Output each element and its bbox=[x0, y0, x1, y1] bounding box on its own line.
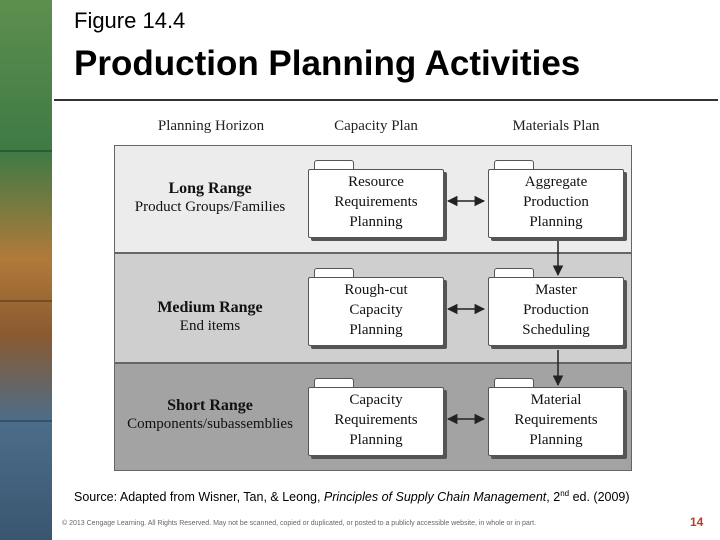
source-citation: Source: Adapted from Wisner, Tan, & Leon… bbox=[74, 489, 630, 505]
horizon-scope: End items bbox=[179, 318, 241, 334]
horizon-name: Medium Range bbox=[157, 299, 263, 316]
long-range-label: Long Range Product Groups/Families bbox=[118, 179, 302, 217]
horizon-name: Short Range bbox=[167, 397, 253, 414]
column-header-planning-horizon: Planning Horizon bbox=[157, 118, 265, 134]
short-range-label: Short Range Components/subassemblies bbox=[118, 396, 302, 434]
title-divider bbox=[54, 99, 718, 101]
page-number: 14 bbox=[690, 515, 704, 529]
column-header-materials-plan: Materials Plan bbox=[512, 118, 600, 134]
horizon-scope: Components/subassemblies bbox=[127, 416, 293, 432]
page-title: Production Planning Activities bbox=[74, 44, 581, 83]
horizon-name: Long Range bbox=[168, 180, 252, 197]
horizon-scope: Product Groups/Families bbox=[134, 199, 286, 215]
figure-label: Figure 14.4 bbox=[74, 8, 186, 33]
copyright-notice: © 2013 Cengage Learning. All Rights Rese… bbox=[62, 520, 537, 527]
book-title: Principles of Supply Chain Management bbox=[323, 490, 547, 505]
medium-range-label: Medium Range End items bbox=[118, 298, 302, 336]
decorative-sidebar-image bbox=[0, 0, 52, 540]
column-header-capacity-plan: Capacity Plan bbox=[334, 118, 418, 134]
